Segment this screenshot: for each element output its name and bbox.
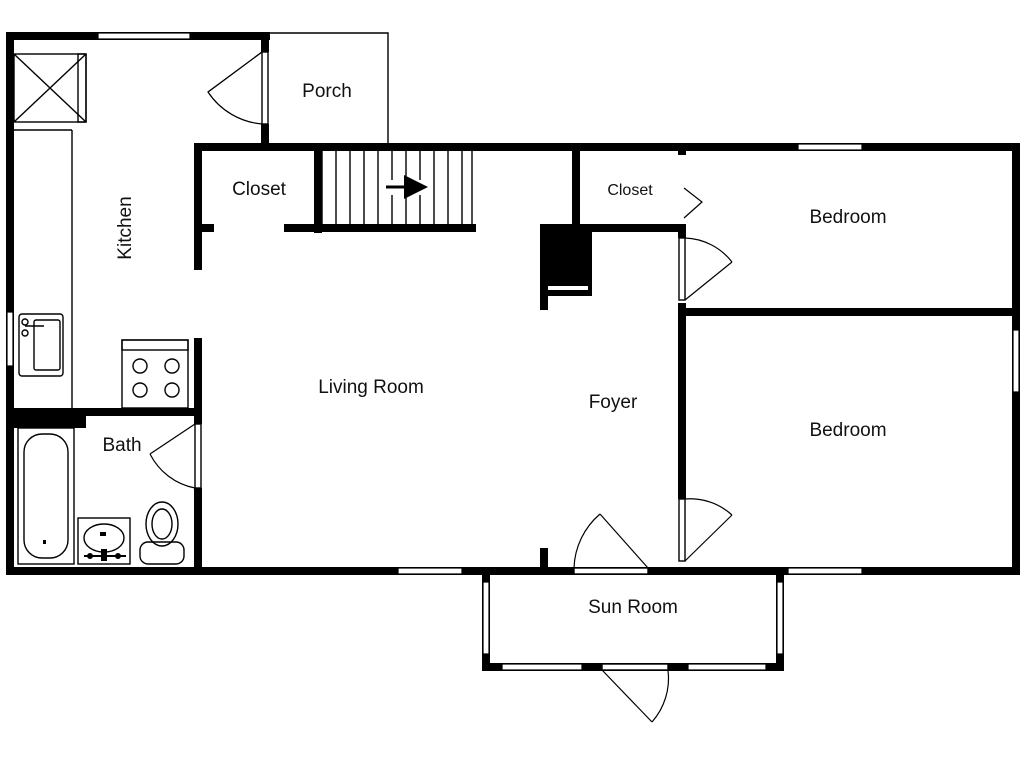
door bbox=[573, 513, 649, 575]
windows bbox=[6, 32, 1020, 575]
sun-room-label: Sun Room bbox=[588, 597, 678, 618]
window bbox=[397, 567, 463, 575]
fireplace-icon bbox=[540, 224, 592, 310]
door bbox=[683, 187, 703, 219]
window bbox=[97, 32, 191, 40]
bedroom-lower-label: Bedroom bbox=[809, 420, 886, 441]
window bbox=[1012, 329, 1020, 393]
bathtub-icon bbox=[17, 427, 75, 565]
door bbox=[207, 51, 269, 125]
interior-walls bbox=[6, 143, 1020, 572]
door bbox=[601, 663, 670, 723]
living-room-label: Living Room bbox=[318, 377, 424, 398]
bedroom-closet-label: Closet bbox=[607, 182, 653, 199]
exterior-walls bbox=[6, 32, 1020, 575]
appliance-box-icon bbox=[13, 53, 87, 123]
window bbox=[787, 567, 863, 575]
bath-label: Bath bbox=[102, 435, 141, 456]
door bbox=[678, 498, 733, 562]
porch-area bbox=[268, 32, 389, 143]
bedroom-upper-label: Bedroom bbox=[809, 207, 886, 228]
window bbox=[482, 581, 490, 655]
porch-label: Porch bbox=[302, 81, 352, 102]
foyer-label: Foyer bbox=[589, 392, 638, 413]
stove-icon bbox=[121, 339, 189, 409]
bath-fixtures bbox=[17, 427, 185, 565]
vanity-sink-icon bbox=[77, 517, 131, 565]
window bbox=[797, 143, 863, 151]
window bbox=[687, 663, 767, 671]
kitchen-label: Kitchen bbox=[115, 196, 136, 259]
window bbox=[6, 311, 14, 367]
door bbox=[678, 237, 733, 301]
stairs-icon bbox=[321, 151, 473, 224]
window bbox=[501, 663, 583, 671]
arrow-right-icon bbox=[382, 175, 428, 199]
closet-label: Closet bbox=[232, 179, 287, 200]
sun-room-walls bbox=[482, 567, 784, 671]
kitchen-fixtures bbox=[13, 53, 189, 409]
toilet-icon bbox=[139, 501, 185, 565]
window bbox=[776, 581, 784, 655]
sink-icon bbox=[18, 313, 64, 377]
doors bbox=[149, 51, 733, 723]
room-labels: Porch Kitchen Closet Closet Bedroom Livi… bbox=[102, 81, 886, 618]
door bbox=[149, 423, 202, 489]
